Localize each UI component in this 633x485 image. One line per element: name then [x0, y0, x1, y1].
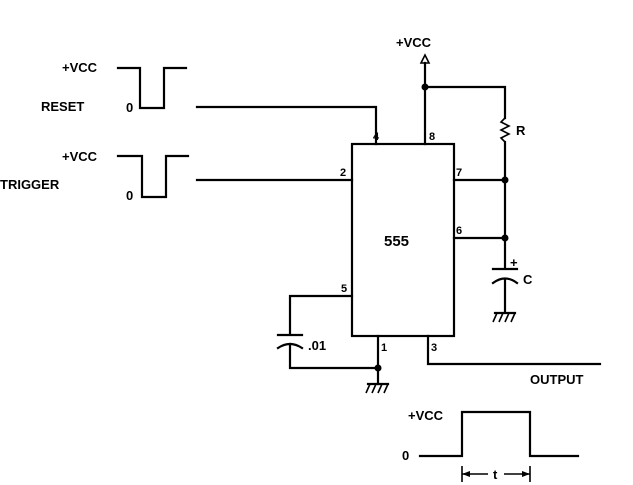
output-wire [426, 334, 602, 366]
control-cap-ground-wire [288, 342, 380, 370]
pin5-wire [288, 294, 354, 336]
ic-555-name: 555 [384, 233, 409, 250]
pulse-width-dimension [461, 466, 531, 482]
output-pulse-waveform [418, 410, 580, 458]
reset-pulse-waveform [116, 66, 188, 110]
pin-3-label: 3 [431, 342, 437, 354]
trigger-pulse-waveform [116, 154, 190, 199]
supply-vcc-label: +VCC [396, 35, 432, 50]
pulse-width-label: t [493, 467, 498, 482]
pin7-junction [501, 176, 509, 184]
trigger-label: TRIGGER [0, 177, 60, 192]
output-pulse-zero-label: 0 [402, 448, 409, 463]
capacitor-label: C [523, 272, 533, 287]
pin-7-label: 7 [456, 167, 462, 179]
pin-8-label: 8 [429, 131, 435, 143]
output-label: OUTPUT [530, 372, 584, 387]
pin-6-label: 6 [456, 225, 462, 237]
trigger-vcc-label: +VCC [62, 149, 98, 164]
timing-capacitor-symbol [491, 267, 519, 314]
trigger-zero-label: 0 [126, 188, 133, 203]
capacitor-plus-label: + [510, 255, 518, 270]
pin-5-label: 5 [341, 283, 347, 295]
reset-zero-label: 0 [126, 100, 133, 115]
cap-ground-symbol [492, 311, 517, 323]
reset-label: RESET [41, 99, 84, 114]
ground-junction [374, 364, 382, 372]
ic-555-body [350, 142, 456, 338]
pin6-junction [501, 234, 509, 242]
vcc-to-resistor-wire [423, 85, 507, 120]
pin-1-label: 1 [381, 342, 387, 354]
control-capacitor-label: .01 [308, 338, 326, 353]
pin-2-label: 2 [340, 167, 346, 179]
ic-ground-symbol [365, 382, 390, 394]
resistor-symbol [499, 117, 511, 143]
output-pulse-vcc-label: +VCC [408, 408, 444, 423]
resistor-label: R [516, 123, 526, 138]
vcc-supply-arrow [419, 53, 431, 64]
reset-wire [195, 105, 378, 146]
reset-vcc-label: +VCC [62, 60, 98, 75]
